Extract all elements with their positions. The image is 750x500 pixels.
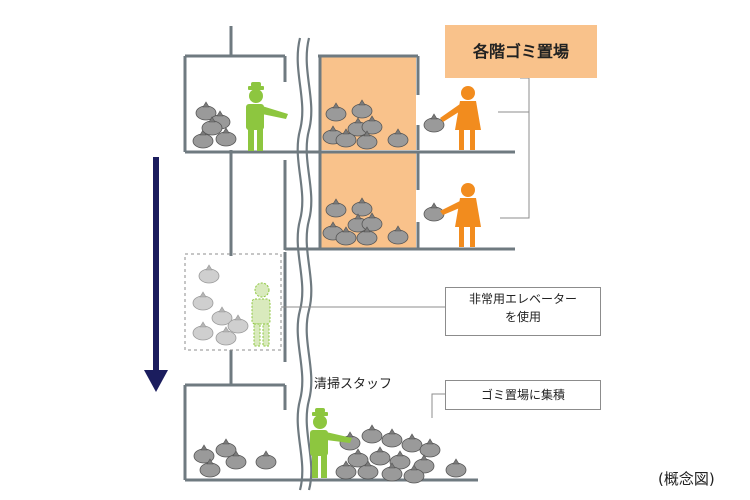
staff-person-icon [246, 82, 288, 151]
resident-person-icon [440, 183, 481, 247]
garbage-bag-icon [192, 101, 237, 149]
building-floors [283, 54, 515, 362]
resident-person-icon [440, 86, 481, 150]
cleaning-staff-label: 清掃スタッフ [314, 377, 393, 392]
staff-person-icon [310, 408, 352, 478]
emergency-elevator-label: 非常用エレベーター を使用 [445, 287, 601, 336]
garbage-bag-icon [192, 264, 249, 346]
floor-waste-area-label: 各階ゴミ置場 [445, 25, 597, 78]
emergency-elevator-label-line2: を使用 [504, 310, 541, 324]
down-arrow-icon [144, 157, 168, 392]
staff-person-icon [251, 282, 271, 347]
ground-floor [183, 383, 478, 482]
emergency-elevator-label-line1: 非常用エレベーター [468, 292, 577, 306]
concept-note: (概念図) [658, 470, 715, 488]
break-line-right [305, 37, 313, 491]
break-line-left [296, 37, 304, 491]
elevator-car-transit [184, 253, 282, 351]
collection-area-label: ゴミ置場に集積 [445, 380, 601, 410]
leader-lines [281, 77, 530, 418]
elevator-car-top [183, 54, 287, 154]
